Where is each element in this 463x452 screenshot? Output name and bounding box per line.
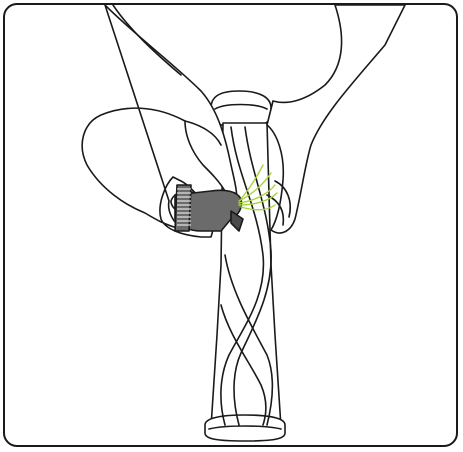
brushroll-top-cap xyxy=(211,91,271,127)
illustration-frame xyxy=(3,3,458,447)
cutting-tool xyxy=(175,185,243,231)
upper-hand xyxy=(267,5,405,233)
instruction-illustration xyxy=(5,5,456,445)
